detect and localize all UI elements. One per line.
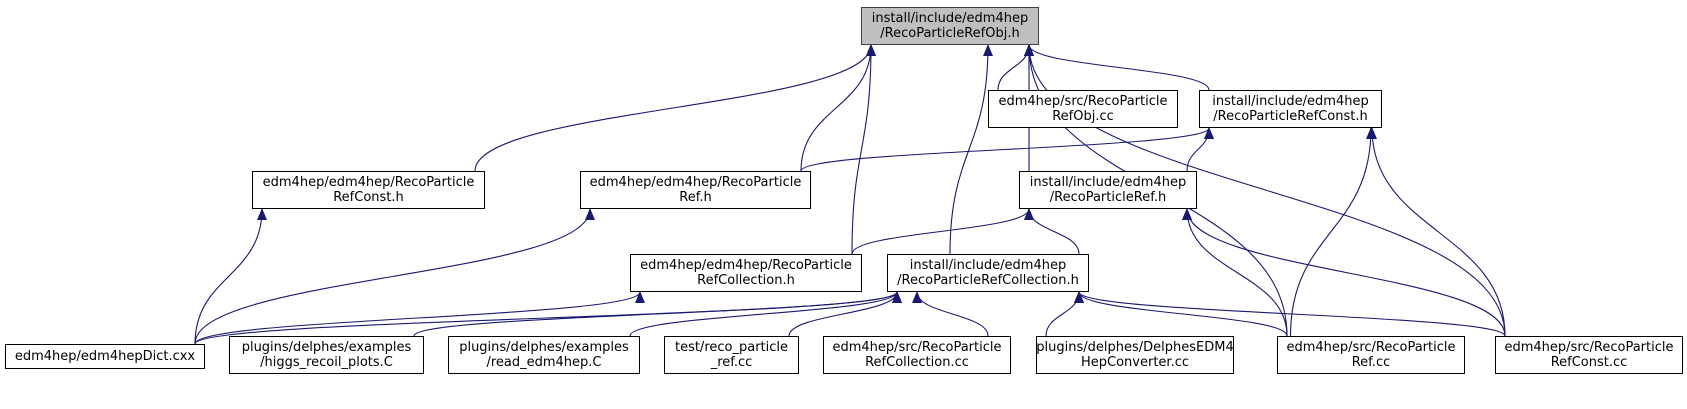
node-label-line: install/include/edm4hep: [1029, 175, 1187, 190]
edge-n6-to-n5: [851, 208, 1034, 255]
node-label-line: edm4hep/src/RecoParticle: [998, 94, 1168, 109]
node-label-line: RefObj.cc: [1052, 109, 1114, 124]
node-label-line: /RecoParticleRefConst.h: [1213, 109, 1368, 124]
graph-node-reco-particle-ref-obj-cc[interactable]: edm4hep/src/RecoParticle RefObj.cc: [988, 90, 1178, 128]
graph-node-edm4hep-reco-particle-ref-const-h[interactable]: edm4hep/edm4hep/RecoParticle RefConst.h: [252, 171, 485, 209]
edge-n4-to-n2: [800, 127, 1214, 172]
node-label-line: _ref.cc: [710, 355, 753, 370]
edge-n6-to-n0: [851, 44, 876, 255]
graph-node-reco-particle-ref-collection-cc[interactable]: edm4hep/src/RecoParticle RefCollection.c…: [823, 336, 1011, 374]
node-label-line: RefCollection.cc: [865, 355, 969, 370]
node-label-line: HepConverter.cc: [1080, 355, 1189, 370]
node-label-line: Ref.cc: [1351, 355, 1391, 370]
graph-node-edm4hep-dict-cxx[interactable]: edm4hep/edm4hepDict.cxx: [5, 344, 205, 369]
node-label-line: /RecoParticleRefObj.h: [880, 26, 1020, 41]
edge-n3-to-n0: [474, 44, 876, 172]
node-label-line: install/include/edm4hep: [1212, 94, 1369, 109]
node-label-line: RefConst.cc: [1550, 355, 1628, 370]
node-label-line: Ref.h: [679, 190, 712, 205]
graph-node-edm4hep-reco-particle-ref-collection-h[interactable]: edm4hep/edm4hep/RecoParticle RefCollecti…: [630, 254, 862, 292]
node-label-line: plugins/delphes/examples: [241, 340, 412, 355]
graph-node-higgs-recoil-plots-c[interactable]: plugins/delphes/examples /higgs_recoil_p…: [229, 336, 424, 374]
edge-n2-to-n0: [1024, 44, 1210, 91]
edge-n1-to-n0: [997, 44, 1034, 91]
node-label-line: plugins/delphes/examples: [459, 340, 629, 355]
node-label-line: plugins/delphes/DelphesEDM4: [1036, 340, 1234, 355]
node-label-line: edm4hep/src/RecoParticle: [1286, 340, 1456, 355]
edge-n15-to-n7: [1074, 291, 1506, 337]
node-label-line: edm4hep/edm4hep/RecoParticle: [262, 175, 475, 190]
node-label-line: test/reco_particle: [674, 340, 789, 355]
node-label-line: install/include/edm4hep: [871, 11, 1029, 26]
edge-n15-to-n2: [1367, 127, 1506, 337]
edge-n15-to-n5: [1182, 208, 1506, 337]
node-label-line: install/include/edm4hep: [909, 258, 1067, 273]
edge-n8-to-n3: [194, 208, 267, 345]
edge-n11-to-n7: [788, 291, 902, 337]
edge-n10-to-n7: [629, 291, 902, 337]
graph-node-reco-particle-ref-cc[interactable]: edm4hep/src/RecoParticle Ref.cc: [1277, 336, 1465, 374]
node-label-line: /read_edm4hep.C: [486, 355, 602, 370]
edge-n5-to-n2: [1186, 127, 1214, 172]
graph-node-install-reco-particle-ref-const-h[interactable]: install/include/edm4hep /RecoParticleRef…: [1199, 90, 1382, 128]
graph-node-install-reco-particle-ref-h[interactable]: install/include/edm4hep /RecoParticleRef…: [1019, 171, 1197, 209]
graph-node-root-reco-particle-ref-obj-h[interactable]: install/include/edm4hep /RecoParticleRef…: [861, 7, 1039, 45]
edge-n12-to-n7: [912, 291, 989, 337]
graph-node-install-reco-particle-ref-collection-h[interactable]: install/include/edm4hep /RecoParticleRef…: [887, 254, 1089, 292]
graph-node-reco-particle-ref-const-cc[interactable]: edm4hep/src/RecoParticle RefConst.cc: [1495, 336, 1683, 374]
edge-n7-to-n0: [949, 44, 993, 255]
edge-n14-to-n7: [1074, 291, 1288, 337]
edges-layer: [194, 44, 1506, 345]
graph-node-test-reco-particle-ref-cc[interactable]: test/reco_particle _ref.cc: [664, 336, 799, 374]
edge-n8-to-n4: [194, 208, 595, 345]
graph-node-edm4hep-reco-particle-ref-h[interactable]: edm4hep/edm4hep/RecoParticle Ref.h: [580, 171, 811, 209]
node-label-line: /RecoParticleRef.h: [1049, 190, 1167, 205]
node-label-line: edm4hep/edm4hepDict.cxx: [14, 349, 196, 364]
node-label-line: edm4hep/src/RecoParticle: [832, 340, 1002, 355]
node-label-line: edm4hep/edm4hep/RecoParticle: [589, 175, 802, 190]
node-label-line: /higgs_recoil_plots.C: [260, 355, 393, 370]
node-label-line: /RecoParticleRefCollection.h: [897, 273, 1079, 288]
node-label-line: RefCollection.h: [697, 273, 795, 288]
edge-n8-to-n6: [194, 291, 645, 345]
node-label-line: RefConst.h: [333, 190, 404, 205]
graph-node-read-edm4hep-c[interactable]: plugins/delphes/examples /read_edm4hep.C: [448, 336, 640, 374]
edge-n14-to-n5: [1182, 208, 1288, 337]
edge-n13-to-n7: [1045, 291, 1084, 337]
edge-n4-to-n0: [800, 44, 876, 172]
edge-n9-to-n7: [413, 291, 902, 337]
graph-node-delphes-edm4hep-converter-cc[interactable]: plugins/delphes/DelphesEDM4 HepConverter…: [1036, 336, 1234, 374]
edge-n14-to-n2: [1289, 127, 1376, 337]
edge-n7-to-n5: [1024, 208, 1080, 255]
node-label-line: edm4hep/src/RecoParticle: [1504, 340, 1674, 355]
node-label-line: edm4hep/edm4hep/RecoParticle: [640, 258, 852, 273]
